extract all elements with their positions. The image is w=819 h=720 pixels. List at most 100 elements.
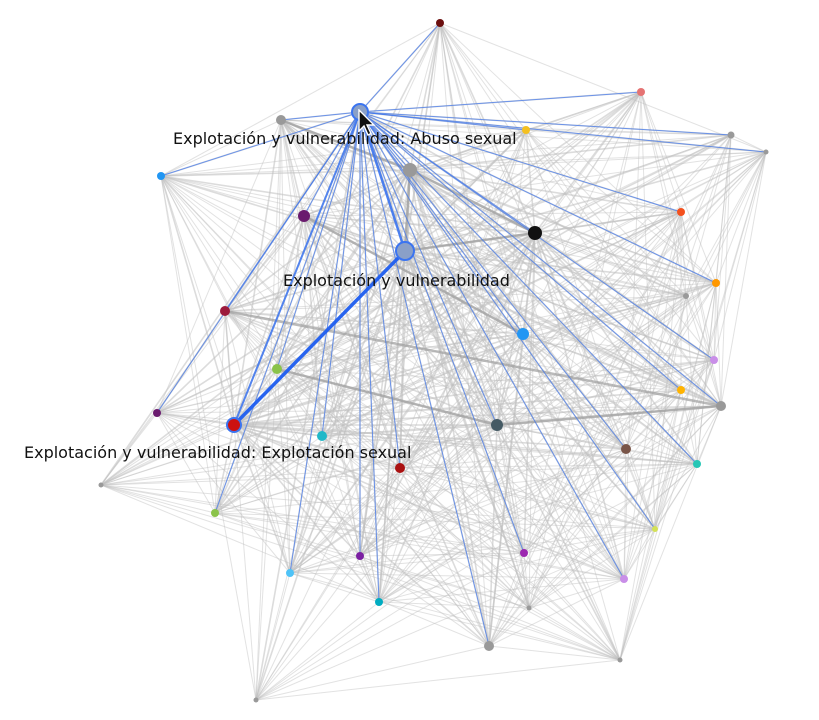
graph-edge <box>156 119 282 414</box>
graph-edge <box>488 645 621 661</box>
graph-edge <box>289 424 498 574</box>
graph-node-n18[interactable] <box>272 364 282 374</box>
graph-node-n19[interactable] <box>677 386 685 394</box>
graph-node-n34[interactable] <box>620 575 628 583</box>
graph-edge <box>289 572 625 580</box>
graph-node-n10[interactable] <box>528 226 542 240</box>
graph-node-n33[interactable] <box>286 569 294 577</box>
graph-edge <box>720 134 732 407</box>
graph-edge <box>156 412 291 574</box>
graph-edge <box>378 389 682 603</box>
graph-node-n4[interactable] <box>276 115 286 125</box>
graph-node-n6[interactable] <box>522 126 530 134</box>
graph-edge <box>224 310 530 609</box>
graph-edge <box>359 111 682 391</box>
graph-edge <box>276 368 656 530</box>
graph-edge <box>276 211 682 370</box>
graph-edge <box>619 389 682 661</box>
graph-node-n17[interactable] <box>710 356 718 364</box>
graph-node-n31[interactable] <box>356 552 364 560</box>
graph-node-n13[interactable] <box>712 279 720 287</box>
graph-edge <box>496 151 767 426</box>
graph-node-n32[interactable] <box>520 549 528 557</box>
graph-node-n25[interactable] <box>621 444 631 454</box>
graph-edge <box>359 111 524 335</box>
graph-edge <box>289 552 525 574</box>
graph-node-n16[interactable] <box>517 328 529 340</box>
graph-node-n24[interactable] <box>491 419 503 431</box>
graph-node-n30[interactable] <box>652 526 658 532</box>
graph-edge <box>160 151 767 177</box>
graph-edge <box>619 359 715 661</box>
graph-edge <box>685 295 698 465</box>
graph-edge <box>359 424 498 557</box>
graph-edge <box>378 448 627 603</box>
graph-node-n35[interactable] <box>375 598 383 606</box>
graph-node-n39[interactable] <box>253 697 259 703</box>
graph-node-n23[interactable] <box>317 431 327 441</box>
highlight-edge-layer <box>156 22 767 647</box>
graph-edge <box>654 151 767 530</box>
graph-node-n11[interactable] <box>677 208 685 216</box>
graph-edge <box>359 295 687 557</box>
graph-edge <box>523 528 656 554</box>
graph-edge <box>399 467 490 647</box>
graph-node-sexual[interactable] <box>226 417 242 433</box>
graph-node-n36[interactable] <box>526 605 532 611</box>
graph-edge <box>280 119 406 252</box>
graph-edge <box>439 22 527 131</box>
graph-node-n1[interactable] <box>637 88 645 96</box>
graph-edge <box>522 333 656 530</box>
graph-node-n38[interactable] <box>617 657 623 663</box>
graph-node-n20[interactable] <box>153 409 161 417</box>
graph-node-explot[interactable] <box>395 241 415 261</box>
graph-edge <box>696 405 722 465</box>
graph-edge <box>276 368 530 609</box>
graph-node-n37[interactable] <box>484 641 494 651</box>
graph-edge <box>233 211 682 426</box>
graph-edge <box>525 129 722 407</box>
graph-edge <box>534 232 682 391</box>
graph-node-n0[interactable] <box>436 19 444 27</box>
graph-edge <box>100 22 441 486</box>
graph-edge <box>409 129 527 171</box>
graph-node-n29[interactable] <box>211 509 219 517</box>
graph-edge <box>214 111 361 514</box>
graph-node-n15[interactable] <box>220 306 230 316</box>
graph-edge <box>255 435 323 701</box>
graph-edge <box>404 250 715 361</box>
graph-edge <box>528 607 621 661</box>
graph-edge <box>488 424 498 647</box>
graph-edge <box>321 282 717 437</box>
graph-node-n7[interactable] <box>157 172 165 180</box>
graph-node-n9[interactable] <box>298 210 310 222</box>
graph-edge <box>214 310 226 514</box>
graph-edge <box>522 333 722 407</box>
graph-node-n27[interactable] <box>395 463 405 473</box>
graph-edge <box>276 368 401 469</box>
graph-node-n26[interactable] <box>693 460 701 468</box>
graph-edge <box>378 129 527 603</box>
graph-edge <box>399 463 698 469</box>
graph-node-n3[interactable] <box>763 149 769 155</box>
graph-node-n28[interactable] <box>98 482 104 488</box>
graph-edge <box>399 467 621 661</box>
graph-edge <box>214 250 406 514</box>
graph-edge <box>276 368 625 580</box>
graph-edge <box>730 134 767 153</box>
graph-edge <box>409 169 682 391</box>
graph-edge <box>321 435 380 603</box>
graph-node-n21[interactable] <box>716 401 726 411</box>
graph-edge <box>680 389 722 407</box>
graph-node-n8[interactable] <box>403 163 417 177</box>
graph-edge <box>276 111 361 370</box>
graph-edge <box>359 111 732 136</box>
graph-edge <box>303 215 361 557</box>
graph-edge <box>214 463 698 514</box>
graph-node-n14[interactable] <box>683 293 689 299</box>
graph-edge <box>640 91 722 407</box>
graph-node-n2[interactable] <box>727 131 735 139</box>
graph-edge <box>321 435 621 661</box>
graph-edge <box>715 282 722 407</box>
